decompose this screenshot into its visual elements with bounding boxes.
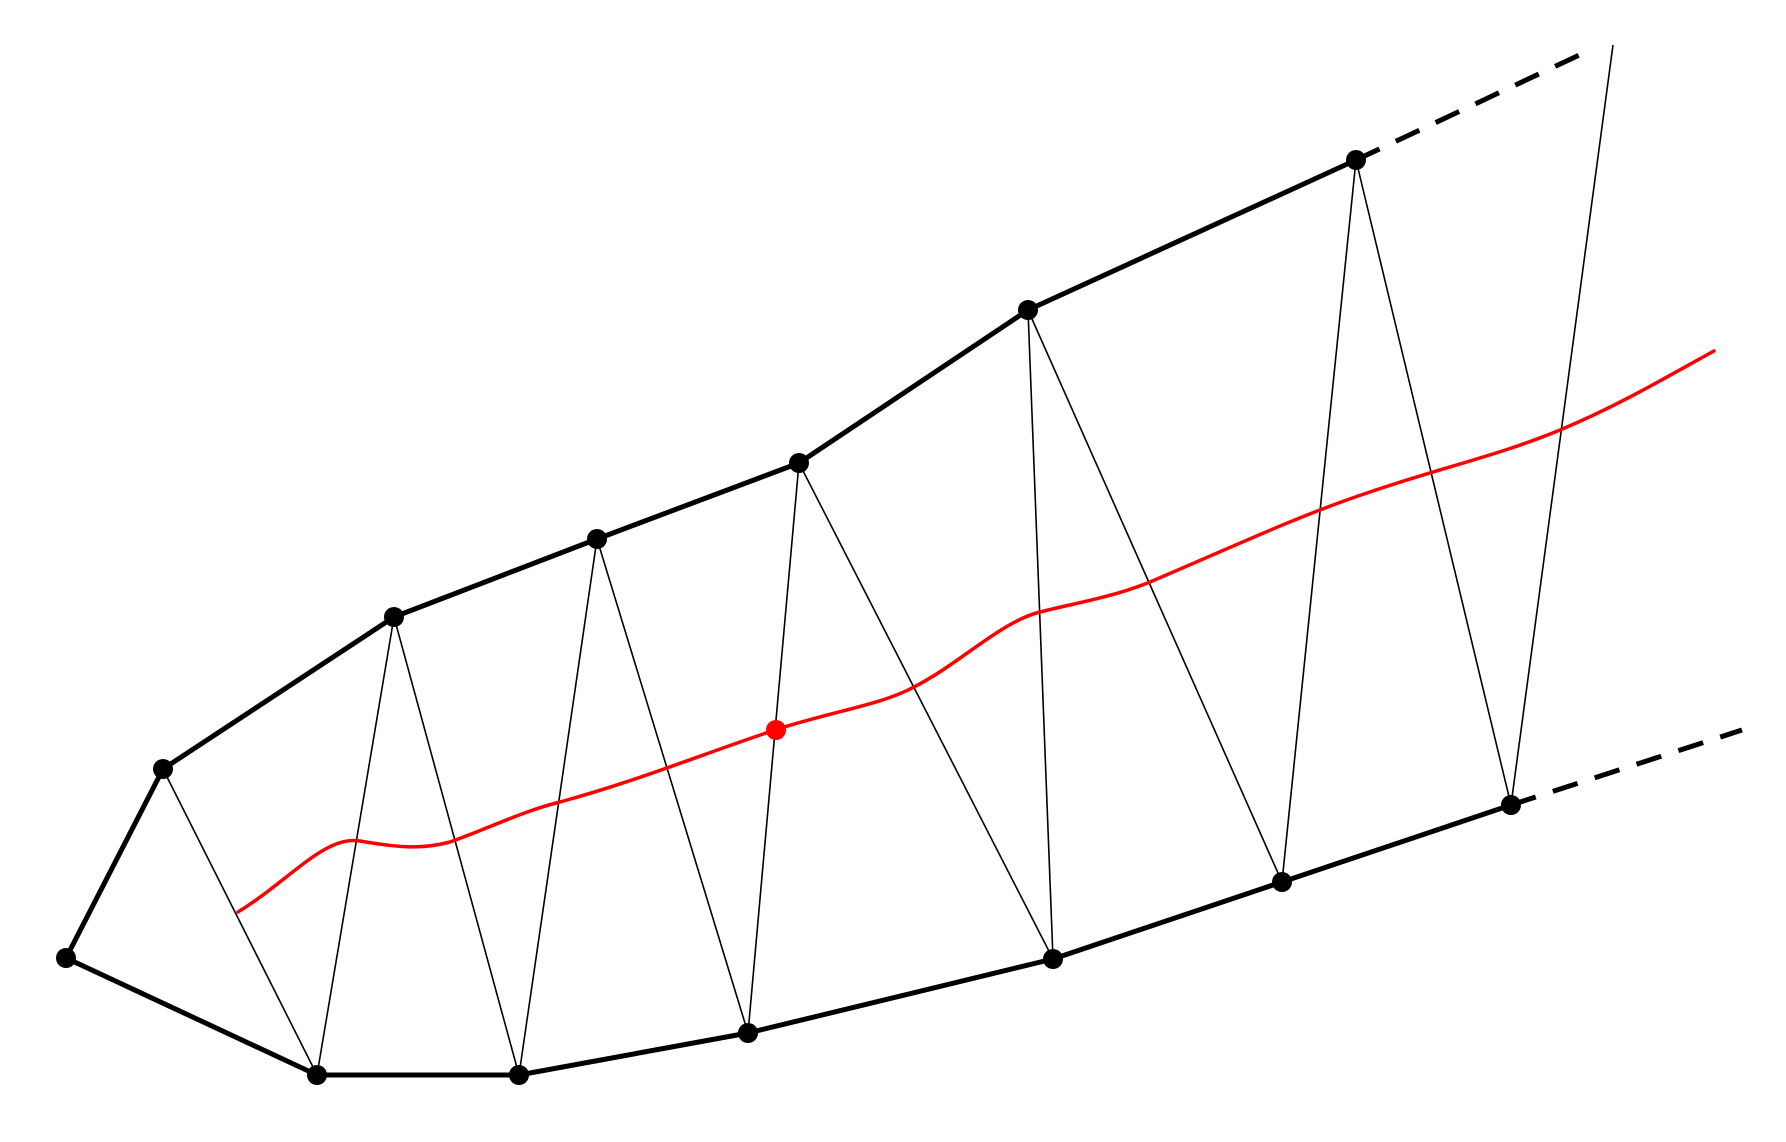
boundary-top-chain bbox=[63, 157, 1359, 961]
triangulation-lines bbox=[162, 44, 1614, 1076]
polygon-boundary bbox=[63, 157, 1514, 1078]
top-dashed-extension bbox=[1354, 47, 1592, 163]
vertex-dot bbox=[509, 1065, 529, 1085]
vertex-dot bbox=[153, 759, 173, 779]
tri-edge bbox=[316, 616, 395, 1076]
boundary-bottom-chain bbox=[63, 802, 1514, 1078]
dashed-continuations bbox=[1354, 47, 1743, 808]
tri-edge bbox=[1355, 159, 1512, 806]
vertex-dot bbox=[1501, 795, 1521, 815]
red-center-point bbox=[766, 720, 786, 740]
vertex-dot bbox=[1346, 150, 1366, 170]
tri-edge bbox=[798, 462, 1054, 960]
vertex-dot bbox=[1043, 949, 1063, 969]
tri-edge bbox=[1281, 159, 1357, 883]
bottom-dashed-extension bbox=[1510, 727, 1743, 808]
vertex-dot bbox=[1272, 872, 1292, 892]
red-centerline bbox=[236, 349, 1716, 914]
vertex-points bbox=[56, 150, 1521, 1085]
vertex-dot bbox=[384, 607, 404, 627]
tri-edge bbox=[1510, 44, 1614, 806]
tri-edge bbox=[596, 538, 749, 1034]
vertex-dot bbox=[1018, 300, 1038, 320]
tri-edge bbox=[393, 616, 520, 1076]
tri-edge bbox=[747, 462, 800, 1034]
tri-edge bbox=[1027, 309, 1283, 883]
tri-edge bbox=[162, 768, 318, 1076]
vertex-dot bbox=[56, 948, 76, 968]
vertex-dot bbox=[307, 1065, 327, 1085]
tri-edge bbox=[1027, 309, 1054, 960]
vertex-dot bbox=[587, 529, 607, 549]
vertex-dot bbox=[789, 453, 809, 473]
tri-edge bbox=[518, 538, 598, 1076]
vertex-dot bbox=[738, 1023, 758, 1043]
